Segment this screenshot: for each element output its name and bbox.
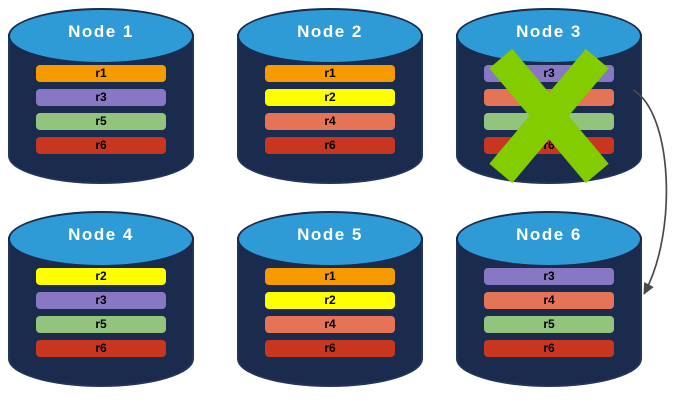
record-bar[interactable]: r4: [265, 113, 395, 130]
record-bar[interactable]: r1: [265, 65, 395, 82]
record-bar[interactable]: r6: [36, 340, 166, 357]
node-3[interactable]: Node 3 r3 r4 r5 r6: [456, 8, 642, 184]
node-1-cylinder-top: [8, 8, 194, 64]
node-3-records: r3 r4 r5 r6: [456, 65, 642, 154]
record-bar[interactable]: r6: [265, 137, 395, 154]
node-4-cylinder-body: [8, 237, 194, 387]
node-5[interactable]: Node 5 r1 r2 r4 r6: [237, 211, 423, 387]
node-5-cylinder-top: [237, 211, 423, 267]
record-bar[interactable]: r6: [484, 137, 614, 154]
node-3-cylinder-top: [456, 8, 642, 64]
record-bar[interactable]: r6: [36, 137, 166, 154]
record-bar[interactable]: r1: [36, 65, 166, 82]
record-bar[interactable]: r5: [484, 316, 614, 333]
record-bar[interactable]: r5: [36, 316, 166, 333]
record-bar[interactable]: r5: [484, 113, 614, 130]
record-bar[interactable]: r2: [265, 292, 395, 309]
node-2-cylinder-top: [237, 8, 423, 64]
record-bar[interactable]: r5: [36, 113, 166, 130]
node-5-records: r1 r2 r4 r6: [237, 268, 423, 357]
node-2[interactable]: Node 2 r1 r2 r4 r6: [237, 8, 423, 184]
record-bar[interactable]: r1: [265, 268, 395, 285]
record-bar[interactable]: r3: [36, 89, 166, 106]
record-bar[interactable]: r4: [265, 316, 395, 333]
record-bar[interactable]: r3: [484, 65, 614, 82]
node-4-cylinder-top: [8, 211, 194, 267]
record-bar[interactable]: r6: [484, 340, 614, 357]
node-4[interactable]: Node 4 r2 r3 r5 r6: [8, 211, 194, 387]
node-6-records: r3 r4 r5 r6: [456, 268, 642, 357]
node-1-records: r1 r3 r5 r6: [8, 65, 194, 154]
record-bar[interactable]: r2: [36, 268, 166, 285]
record-bar[interactable]: r4: [484, 292, 614, 309]
node-2-records: r1 r2 r4 r6: [237, 65, 423, 154]
node-1[interactable]: Node 1 r1 r3 r5 r6: [8, 8, 194, 184]
node-4-records: r2 r3 r5 r6: [8, 268, 194, 357]
record-bar[interactable]: r2: [265, 89, 395, 106]
record-bar[interactable]: r4: [484, 89, 614, 106]
record-bar[interactable]: r6: [265, 340, 395, 357]
node-6[interactable]: Node 6 r3 r4 r5 r6: [456, 211, 642, 387]
node-6-cylinder-top: [456, 211, 642, 267]
record-bar[interactable]: r3: [36, 292, 166, 309]
record-bar[interactable]: r3: [484, 268, 614, 285]
